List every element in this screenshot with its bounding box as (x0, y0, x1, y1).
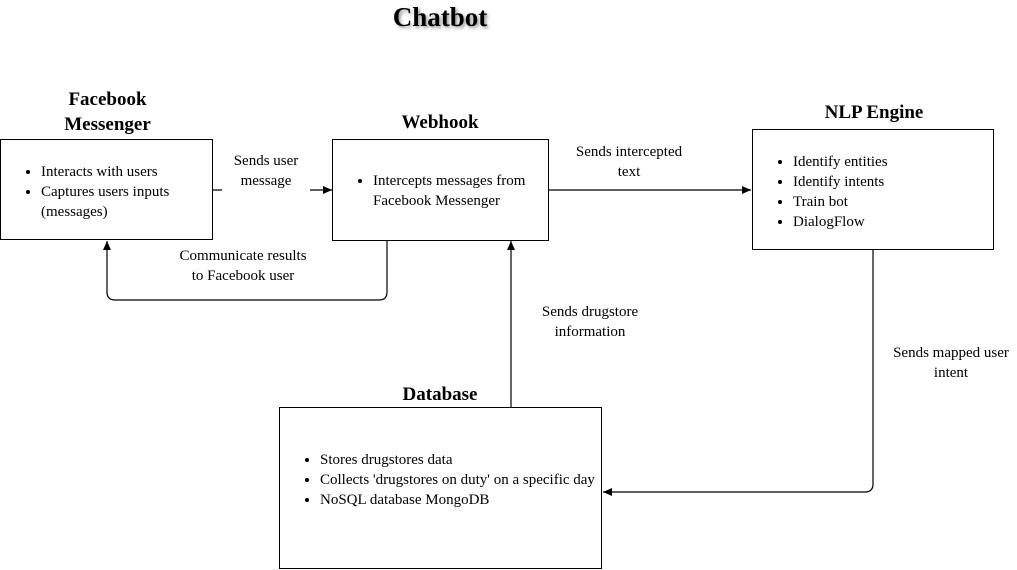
diagram-title: Chatbot (392, 2, 488, 32)
edge-label-sends-drugstore-information: Sends drugstore information (530, 302, 650, 342)
nlp-item: Identify entities (793, 152, 993, 172)
webhook-box: Intercepts messages from Facebook Messen… (332, 139, 549, 241)
webhook-title: Webhook (401, 112, 479, 133)
nlp-item: DialogFlow (793, 212, 993, 232)
nlp-item: Train bot (793, 192, 993, 212)
edge-label-sends-intercepted-text: Sends intercepted text (563, 142, 695, 182)
facebook-messenger-title: Facebook Messenger (64, 89, 151, 135)
edge-webhook-to-fb (103, 240, 388, 301)
edge-label-communicate-results: Communicate results to Facebook user (172, 246, 314, 286)
edge-nlp-to-db (603, 249, 874, 496)
database-item: Collects 'drugstores on duty' on a speci… (320, 470, 595, 490)
facebook-item: Captures users inputs (messages) (41, 182, 212, 222)
edge-label-sends-user-message: Sends user message (222, 151, 310, 191)
nlp-item: Identify intents (793, 172, 993, 192)
nlp-engine-title: NLP Engine (824, 102, 924, 123)
database-box: Stores drugstores data Collects 'drugsto… (279, 407, 602, 569)
database-item: Stores drugstores data (320, 450, 595, 470)
nlp-engine-box: Identify entities Identify intents Train… (752, 129, 994, 250)
edge-label-sends-mapped-user-intent: Sends mapped user intent (884, 343, 1017, 383)
database-title: Database (402, 384, 478, 405)
webhook-item: Intercepts messages from Facebook Messen… (373, 171, 548, 211)
database-item: NoSQL database MongoDB (320, 490, 595, 510)
facebook-messenger-box: Interacts with users Captures users inpu… (0, 139, 213, 240)
facebook-item: Interacts with users (41, 162, 212, 182)
